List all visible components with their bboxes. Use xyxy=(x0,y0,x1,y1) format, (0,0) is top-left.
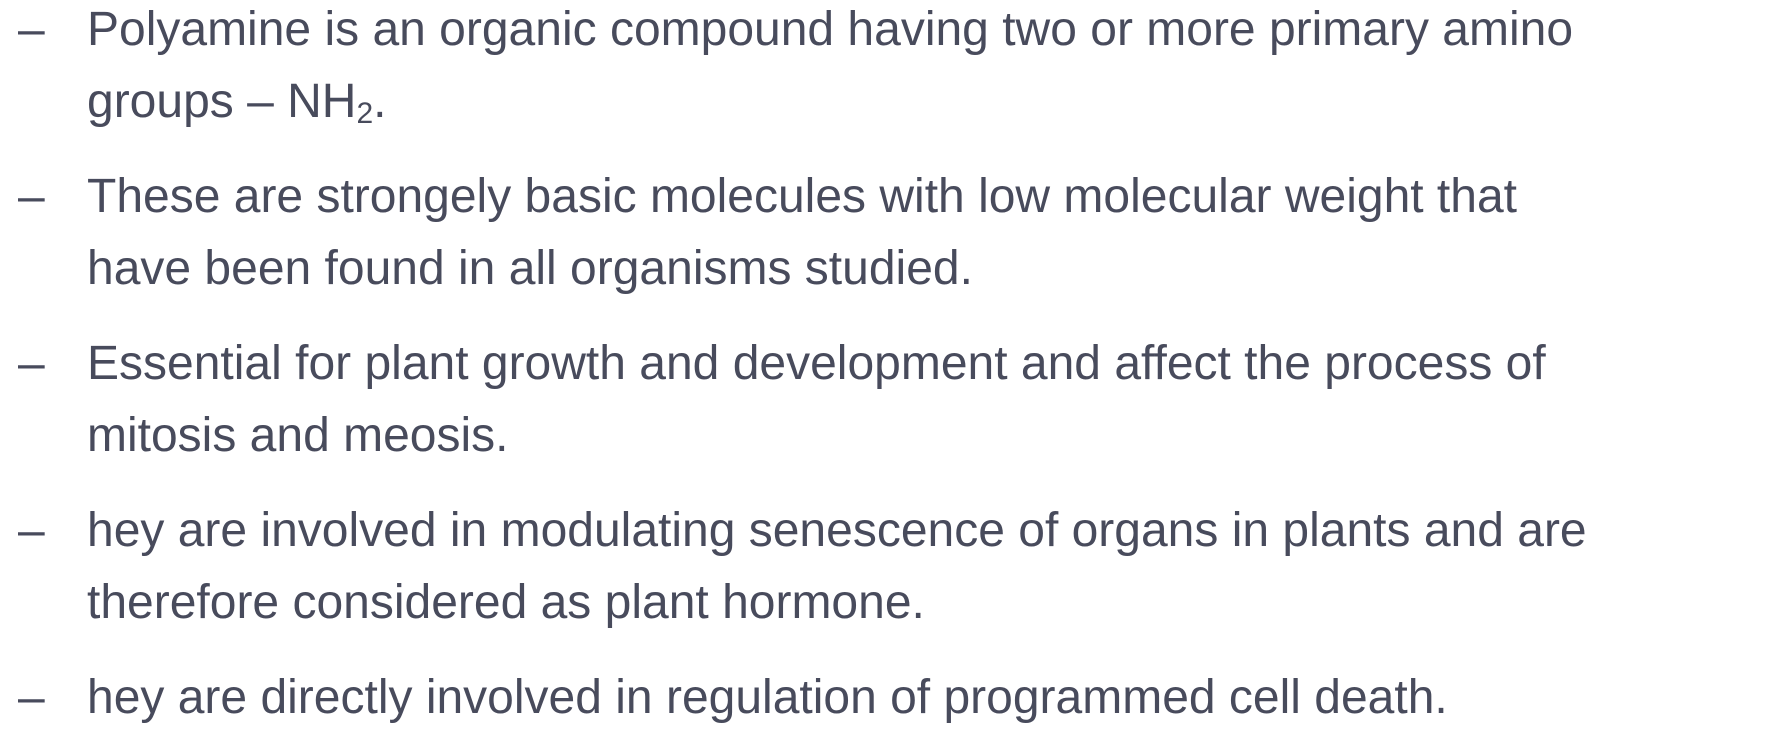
dash-marker: – xyxy=(18,170,45,223)
dash-marker: – xyxy=(18,337,45,390)
subscript: 2 xyxy=(356,97,374,130)
bullet-item: – These are strongely basic molecules wi… xyxy=(0,161,1527,305)
bullet-text-line: have been found in all organisms studied… xyxy=(87,242,973,295)
bullet-item: – hey are involved in modulating senesce… xyxy=(0,495,1597,639)
bullet-item: – Polyamine is an organic compound havin… xyxy=(0,0,1583,138)
dash-marker: – xyxy=(18,671,45,724)
bullet-text-line: Polyamine is an organic compound having … xyxy=(87,3,1574,56)
bullet-text-line: Essential for plant growth and developme… xyxy=(87,337,1546,390)
dash-marker: – xyxy=(18,3,45,56)
bullet-item: – hey are directly involved in regulatio… xyxy=(0,662,1458,734)
bullet-text-line: hey are directly involved in regulation … xyxy=(87,671,1448,724)
bullet-text-line: These are strongely basic molecules with… xyxy=(87,170,1517,223)
bullet-text: groups – NH xyxy=(87,75,357,128)
bullet-text-line: hey are involved in modulating senescenc… xyxy=(87,504,1587,557)
bullet-item: – Essential for plant growth and develop… xyxy=(0,328,1556,472)
bullet-text-line: groups – NH2. xyxy=(87,66,1573,138)
bullet-text-line: therefore considered as plant hormone. xyxy=(87,576,925,629)
bullet-text-line: mitosis and meosis. xyxy=(87,409,509,462)
bullet-text: . xyxy=(373,75,387,128)
dash-marker: – xyxy=(18,504,45,557)
